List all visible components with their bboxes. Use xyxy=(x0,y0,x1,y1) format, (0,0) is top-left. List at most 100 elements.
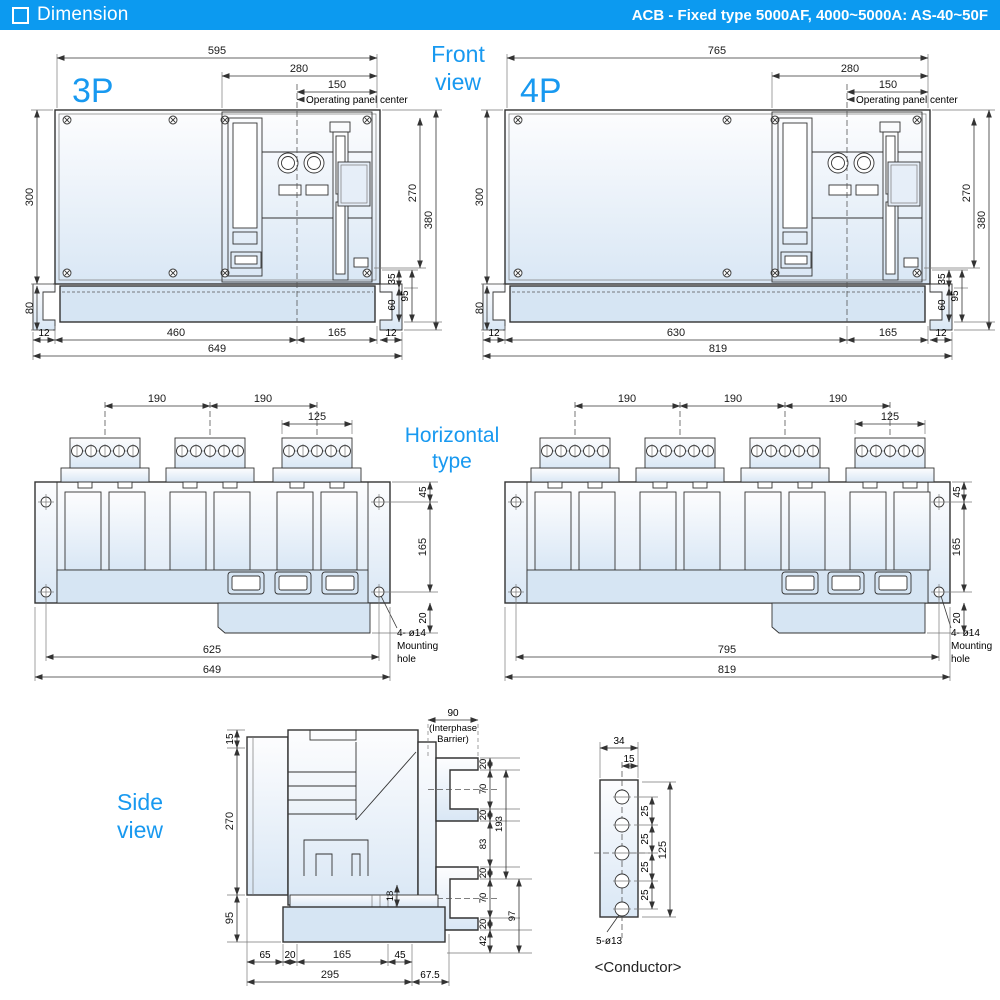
horizontal-4p-dim-lines xyxy=(504,403,972,681)
front-4p-operating-panel xyxy=(771,111,923,283)
horizontal-4p-dim-labels: 190 190 190 125 45 165 20 4- ø14 Mountin… xyxy=(618,393,992,676)
conductor-dim-lines xyxy=(599,742,676,918)
dim-cond-15: 15 xyxy=(623,754,635,765)
horizontal-3p-drawing xyxy=(34,402,391,634)
dim-h3p-165: 165 xyxy=(417,538,429,556)
dim-3p-300: 300 xyxy=(24,188,36,206)
dim-3p-649: 649 xyxy=(208,343,226,355)
dim-side-70b: 70 xyxy=(478,893,489,904)
side-view-section: Side view xyxy=(117,708,532,986)
header-left: Dimension xyxy=(12,4,129,26)
note-cond-holes: 5-ø13 xyxy=(596,936,623,947)
dim-side-15: 15 xyxy=(225,733,236,745)
dim-side-20e: 20 xyxy=(284,950,296,961)
dim-3p-165: 165 xyxy=(328,327,346,339)
dim-side-20c: 20 xyxy=(478,868,489,879)
dim-h4p-190-1: 190 xyxy=(618,393,636,405)
horizontal-3p-dim-labels: 190 190 125 45 165 20 4- ø14 Mounting ho… xyxy=(148,393,438,676)
horizontal-4p-drawing xyxy=(504,402,951,634)
note-h3p-mounting-hole-l3: hole xyxy=(397,654,416,665)
note-h4p-mounting-hole-l1: 4- ø14 xyxy=(951,628,980,639)
dim-4p-300: 300 xyxy=(474,188,486,206)
dim-h4p-45: 45 xyxy=(952,486,963,498)
dim-h3p-45: 45 xyxy=(418,486,429,498)
front-4p-drawing xyxy=(482,84,953,331)
dim-cond-25-4: 25 xyxy=(640,889,651,901)
front-view-label-line2: view xyxy=(435,69,481,95)
dim-4p-95: 95 xyxy=(950,290,961,302)
dim-side-90: 90 xyxy=(447,708,459,719)
dim-cond-125: 125 xyxy=(657,841,669,859)
dim-4p-630: 630 xyxy=(667,327,685,339)
front-3p-drawing xyxy=(32,84,403,331)
dim-h3p-190-2: 190 xyxy=(254,393,272,405)
front-4p-dim-labels: 765 280 150 Operating panel center 300 8… xyxy=(474,45,988,355)
horizontal-3p-dim-lines xyxy=(34,403,438,681)
side-view-label-line2: view xyxy=(117,817,163,843)
dim-cond-25-2: 25 xyxy=(640,833,651,845)
dim-3p-35: 35 xyxy=(387,273,398,285)
dim-3p-60: 60 xyxy=(387,299,398,311)
conductor-drawing xyxy=(594,762,650,938)
dim-side-45: 45 xyxy=(394,950,406,961)
note-h4p-mounting-hole-l3: hole xyxy=(951,654,970,665)
side-view-drawing xyxy=(246,729,500,943)
dim-cond-34: 34 xyxy=(613,736,625,747)
dim-h4p-165: 165 xyxy=(951,538,963,556)
dim-4p-165: 165 xyxy=(879,327,897,339)
dim-side-295: 295 xyxy=(321,969,339,981)
front-3p-label: 3P xyxy=(72,72,114,110)
note-interphase-l2: Barrier) xyxy=(437,734,469,745)
front-3p-dim-lines xyxy=(31,54,442,360)
horizontal-type-section: Horizontal type 190 190 125 45 xyxy=(34,393,992,681)
horizontal-type-label-line1: Horizontal xyxy=(405,424,500,447)
note-interphase-l1: (Interphase xyxy=(429,723,477,734)
dim-side-83: 83 xyxy=(478,839,489,850)
dim-3p-595: 595 xyxy=(208,45,226,57)
dim-3p-95: 95 xyxy=(400,290,411,302)
dim-side-97: 97 xyxy=(507,911,518,922)
section-square-icon xyxy=(12,6,29,24)
dim-3p-270: 270 xyxy=(407,184,419,202)
horizontal-type-label-line2: type xyxy=(432,450,472,473)
dimension-drawing: 3P Front view 4P xyxy=(24,41,995,986)
conductor-label: <Conductor> xyxy=(595,959,682,976)
dim-h4p-795: 795 xyxy=(718,644,736,656)
dim-4p-80: 80 xyxy=(474,302,486,314)
dim-h4p-819: 819 xyxy=(718,664,736,676)
dim-h3p-125: 125 xyxy=(308,411,326,423)
dim-side-67-5: 67.5 xyxy=(420,970,440,981)
dim-4p-60: 60 xyxy=(937,299,948,311)
dim-h3p-190-1: 190 xyxy=(148,393,166,405)
note-h3p-mounting-hole-l2: Mounting xyxy=(397,641,438,652)
front-4p-dim-lines xyxy=(481,54,995,360)
dim-4p-280: 280 xyxy=(841,63,859,75)
dim-side-165: 165 xyxy=(333,949,351,961)
dim-4p-12-right: 12 xyxy=(935,328,947,339)
dim-4p-150: 150 xyxy=(879,79,897,91)
header-subtitle: ACB - Fixed type 5000AF, 4000~5000A: AS-… xyxy=(631,6,988,24)
dim-h4p-20: 20 xyxy=(952,612,963,624)
dim-side-18: 18 xyxy=(385,891,396,902)
dim-cond-25-3: 25 xyxy=(640,861,651,873)
page-title: Dimension xyxy=(37,4,129,25)
dim-side-193: 193 xyxy=(494,816,505,832)
dim-4p-765: 765 xyxy=(708,45,726,57)
dim-h4p-125: 125 xyxy=(881,411,899,423)
conductor-dim-labels: 34 15 25 25 25 25 125 5-ø13 <Conductor> xyxy=(595,736,682,976)
side-view-dim-labels: 15 270 95 90 (Interphase Barrier) 20 70 … xyxy=(224,708,518,981)
side-view-label-line1: Side xyxy=(117,789,163,815)
dim-3p-460: 460 xyxy=(167,327,185,339)
front-3p-dim-labels: 595 280 150 Operating panel center 300 8… xyxy=(24,45,435,355)
header-bar: Dimension ACB - Fixed type 5000AF, 4000~… xyxy=(0,0,1000,30)
dim-h4p-190-3: 190 xyxy=(829,393,847,405)
front-view-section: 3P Front view 4P xyxy=(24,41,995,360)
dim-4p-12-left: 12 xyxy=(488,328,500,339)
dim-3p-80: 80 xyxy=(24,302,36,314)
note-3p-operating-panel-center: Operating panel center xyxy=(306,95,408,106)
dim-4p-35: 35 xyxy=(937,273,948,285)
dim-side-42: 42 xyxy=(478,936,489,947)
note-h3p-mounting-hole-l1: 4- ø14 xyxy=(397,628,426,639)
dim-3p-12-right: 12 xyxy=(385,328,397,339)
side-view-dim-lines xyxy=(227,717,532,986)
